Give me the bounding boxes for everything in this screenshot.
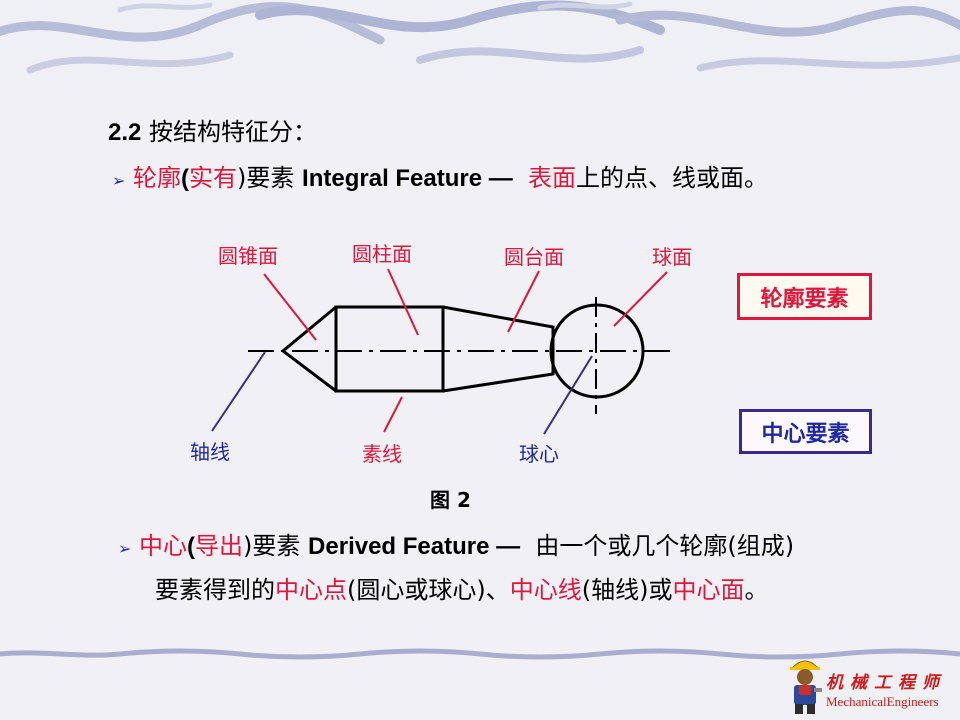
logo-text-en: MechanicalEngineers: [826, 694, 939, 709]
box-derived-feature: 中心要素: [739, 409, 872, 454]
term-derived: 导出: [195, 532, 244, 560]
engineer-mascot-logo: [790, 660, 822, 714]
leader-sphere-surface: [613, 271, 668, 327]
term-actual: 实有: [189, 164, 238, 192]
section-number: 2.2: [108, 119, 142, 146]
label-cylinder-surface: 圆柱面: [352, 242, 412, 266]
cylinder-outline: [334, 305, 445, 393]
term-center: 中心: [139, 532, 188, 560]
text-segment: (圆心或球心)、: [347, 576, 510, 604]
box-integral-feature: 轮廓要素: [737, 273, 872, 320]
leader-cylinder-surface: [387, 268, 419, 336]
desc-surface: 表面: [528, 164, 577, 192]
bullet-derived-feature: ➢ 中心(导出)要素 Derived Feature — 由一个或几个轮廓(组成…: [118, 526, 794, 561]
text-segment: 。: [744, 576, 769, 604]
figure-caption: 图 2: [430, 488, 471, 512]
cone-outline: [280, 305, 337, 393]
term-suffix: )要素: [237, 164, 303, 192]
bullet-derived-feature-continued: 要素得到的中心点(圆心或球心)、中心线(轴线)或中心面。: [155, 570, 768, 605]
paren-open: (: [181, 165, 190, 192]
bullet-integral-feature: ➢ 轮廓(实有)要素 Integral Feature — 表面上的点、线或面。: [112, 158, 768, 193]
term-suffix: )要素: [243, 532, 309, 560]
decorative-bottom-strip: [0, 648, 960, 660]
paren-open: (: [187, 533, 196, 560]
leader-generatrix: [383, 396, 403, 433]
text-segment: (轴线)或: [581, 576, 673, 604]
decorative-swirl-banner: [0, 0, 960, 80]
label-cone-surface: 圆锥面: [218, 244, 278, 268]
section-heading: 2.2 按结构特征分：: [108, 112, 317, 147]
frustum-outline: [442, 305, 555, 393]
section-title: 按结构特征分：: [149, 118, 318, 146]
leader-cone-surface: [263, 273, 317, 341]
english-term: Derived Feature —: [308, 533, 521, 560]
logo-text-cn: 机械工程师: [826, 673, 946, 693]
term-outline: 轮廓: [133, 164, 182, 192]
text-segment: 要素得到的: [155, 576, 275, 604]
desc-part1: 由一个或几个轮廓(组成): [535, 532, 795, 560]
label-generatrix: 素线: [362, 442, 402, 466]
label-sphere-center: 球心: [519, 442, 559, 466]
term-center-line: 中心线: [509, 576, 582, 604]
label-axis: 轴线: [190, 440, 230, 464]
label-sphere-surface: 球面: [652, 245, 692, 269]
leader-sphere-center: [543, 355, 593, 435]
leader-axis: [211, 351, 266, 432]
bullet-arrow-icon: ➢: [118, 539, 132, 558]
sphere-outline: [549, 303, 645, 399]
label-frustum-surface: 圆台面: [504, 245, 564, 269]
term-center-point: 中心点: [275, 576, 347, 604]
desc-rest: 上的点、线或面。: [576, 164, 769, 192]
english-term: Integral Feature —: [302, 165, 513, 192]
term-center-plane: 中心面: [672, 576, 745, 604]
bullet-arrow-icon: ➢: [112, 171, 126, 190]
leader-frustum-surface: [507, 270, 540, 333]
